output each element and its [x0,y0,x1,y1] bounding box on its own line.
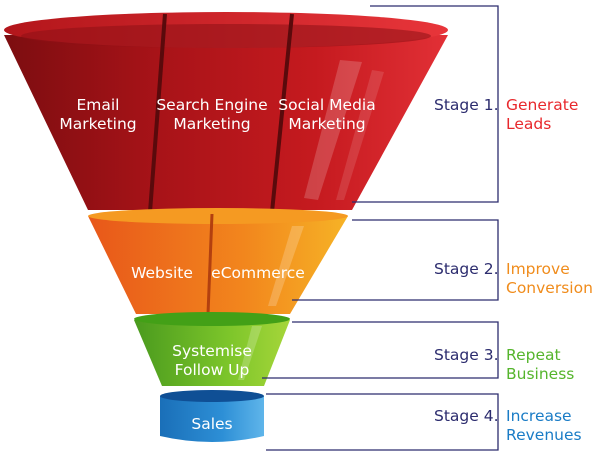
funnel-stage-2-segment-1-label: Website [131,264,193,282]
funnel-stage-4-rim [160,390,264,402]
stage-description-line: Leads [506,115,551,133]
funnel-stage-2-divider [206,213,214,315]
stage-description-line: Generate [506,96,578,114]
funnel-stage-1-body [4,35,448,210]
funnel-stage-1-cone [4,12,448,213]
stage-description-line: Conversion [506,279,593,297]
segment-label-line: Social Media [278,96,375,114]
funnel-stage-3-body [134,320,290,386]
segment-label-line: Systemise [172,342,252,360]
funnel-stage-1-highlight-2 [336,70,384,200]
funnel-stage-3-highlight [238,326,262,380]
stage-brackets [262,5,499,451]
funnel-stage-3-rim [134,312,290,326]
funnel-stage-1-highlight [304,60,362,200]
segment-label-line: Marketing [59,115,136,133]
stage-description-line: Business [506,365,574,383]
stage-4-number: Stage 4. [434,407,499,425]
funnel-stage-1-inner [21,24,431,48]
funnel-stage-3-cone [134,312,290,386]
stage-description-line: Revenues [506,426,582,444]
funnel-stage-2-highlight [268,226,304,306]
funnel-stage-1-divider-right [270,13,294,213]
funnel-stage-2-cone [88,208,348,315]
funnel-stage-4-segment-1-label: Sales [191,415,232,433]
segment-label-line: Marketing [173,115,250,133]
stage-description-line: Repeat [506,346,561,364]
funnel-stage-2-body [88,216,348,314]
stage-description-line: Increase [506,407,572,425]
segment-label-line: Sales [191,415,232,433]
funnel-stage-2-segment-2-label: eCommerce [211,264,305,282]
segment-label-line: Marketing [288,115,365,133]
stage-2-number: Stage 2. [434,260,499,278]
stage-1-bracket [352,5,499,203]
funnel-stage-4-cylinder [160,390,264,442]
segment-label-line: Website [131,264,193,282]
segment-label-line: eCommerce [211,264,305,282]
funnel-stage-1-divider-left [148,13,167,213]
stage-4-bracket [266,393,499,451]
stage-description-line: Improve [506,260,570,278]
segment-label-line: Email [76,96,119,114]
stage-3-number: Stage 3. [434,346,499,364]
stage-3-bracket [262,321,499,379]
funnel-stage-4-body [160,396,264,442]
funnel-stage-2-rim [88,208,348,224]
stage-2-bracket [292,219,499,301]
segment-label-line: Search Engine [156,96,267,114]
stage-1-number: Stage 1. [434,96,499,114]
segment-label-line: Follow Up [175,361,250,379]
